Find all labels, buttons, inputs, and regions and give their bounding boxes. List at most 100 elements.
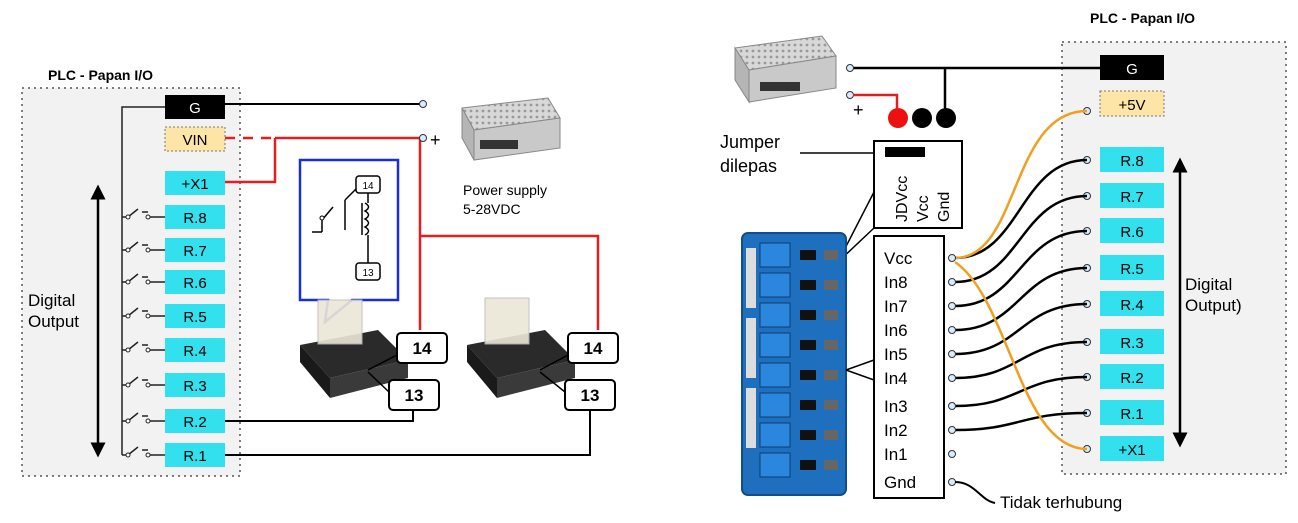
module-pin-in6: In6 bbox=[884, 321, 908, 340]
svg-text:R.7: R.7 bbox=[1120, 189, 1143, 206]
module-pin-dots bbox=[948, 254, 956, 486]
svg-text:13: 13 bbox=[581, 386, 600, 405]
left-inset-pin-13: 13 bbox=[355, 262, 381, 281]
right-plc-title: PLC - Papan I/O bbox=[1090, 10, 1195, 26]
svg-text:R.1: R.1 bbox=[183, 448, 206, 465]
left-terminal-x1: +X1 bbox=[165, 171, 225, 195]
right-supply-terminals bbox=[846, 64, 854, 99]
module-pin-gnd: Gnd bbox=[884, 473, 916, 492]
left-relay-callout bbox=[298, 158, 400, 325]
module-signal-wires bbox=[954, 158, 1088, 432]
left-terminal-r2: R.2 bbox=[165, 409, 225, 433]
module-pin-in7: In7 bbox=[884, 297, 908, 316]
svg-text:R.1: R.1 bbox=[1120, 406, 1143, 423]
left-relay-contacts bbox=[121, 106, 165, 456]
left-plc-title: PLC - Papan I/O bbox=[48, 67, 153, 83]
svg-text:R.6: R.6 bbox=[183, 275, 206, 292]
right-terminal-r2: R.2 bbox=[1100, 364, 1164, 389]
module-pin-in5: In5 bbox=[884, 345, 908, 364]
right-terminal-x1: +X1 bbox=[1100, 436, 1164, 461]
left-terminal-r6: R.6 bbox=[165, 270, 225, 294]
right-header-pin-jdvcc: JDVcc bbox=[894, 176, 911, 222]
left-power-supply-label: Power supply 5-28VDC bbox=[463, 182, 551, 217]
left-terminal-g: G bbox=[165, 95, 225, 119]
right-terminal-g: G bbox=[1100, 55, 1164, 80]
left-digital-output-label: Digital Output bbox=[28, 291, 80, 331]
module-pin-in1: In1 bbox=[884, 445, 908, 464]
left-relay-1-pin-14: 14 bbox=[396, 332, 448, 364]
right-header-pin-vcc: Vcc bbox=[915, 195, 932, 222]
svg-text:G: G bbox=[189, 100, 201, 117]
right-terminal-r6: R.6 bbox=[1100, 218, 1164, 243]
svg-text:R.6: R.6 bbox=[1120, 224, 1143, 241]
right-terminal-5v: +5V bbox=[1099, 90, 1165, 117]
left-relay-1-pin-13: 13 bbox=[388, 379, 440, 411]
right-jumper-label: Jumper dilepas bbox=[720, 132, 785, 176]
right-header-pin-gnd: Gnd bbox=[936, 192, 953, 222]
right-digital-output-label: Digital Output) bbox=[1185, 275, 1242, 315]
right-terminal-r1: R.1 bbox=[1100, 400, 1164, 425]
svg-text:R.4: R.4 bbox=[183, 343, 206, 360]
left-power-wires bbox=[225, 136, 600, 330]
left-relay-2-pin-13: 13 bbox=[564, 379, 616, 411]
svg-text:R.8: R.8 bbox=[1120, 153, 1143, 170]
svg-text:14: 14 bbox=[362, 181, 374, 192]
right-header-pins bbox=[888, 108, 956, 128]
svg-text:14: 14 bbox=[413, 339, 432, 358]
svg-text:R.4: R.4 bbox=[1120, 297, 1143, 314]
svg-text:G: G bbox=[1126, 61, 1138, 78]
right-header-callout bbox=[837, 140, 963, 263]
left-plus-sign: + bbox=[430, 130, 441, 150]
right-ground-wires bbox=[853, 66, 1100, 112]
right-plus-sign: + bbox=[853, 100, 864, 120]
module-pin-in3: In3 bbox=[884, 397, 908, 416]
svg-text:14: 14 bbox=[584, 339, 603, 358]
right-terminal-r7: R.7 bbox=[1100, 183, 1164, 208]
module-pin-in2: In2 bbox=[884, 421, 908, 440]
right-terminal-r8: R.8 bbox=[1100, 147, 1164, 172]
right-terminal-r5: R.5 bbox=[1100, 255, 1164, 280]
left-power-supply bbox=[461, 97, 561, 161]
svg-text:R.3: R.3 bbox=[1120, 335, 1143, 352]
left-relay-2-pin-14: 14 bbox=[567, 332, 619, 364]
relay-module-pin-box bbox=[845, 235, 945, 499]
relay-module-pin-labels: Vcc In8 In7 In6 In5 In4 In3 In2 In1 Gnd bbox=[884, 249, 916, 492]
not-connected-label: Tidak terhubung bbox=[1000, 493, 1122, 512]
left-power-terminal bbox=[419, 134, 427, 142]
module-pin-vcc: Vcc bbox=[884, 249, 913, 268]
svg-text:R.3: R.3 bbox=[183, 378, 206, 395]
right-plc-board bbox=[1061, 41, 1287, 475]
left-terminal-vin: VIN bbox=[164, 126, 226, 152]
svg-text:R.5: R.5 bbox=[1120, 261, 1143, 278]
left-inset-pin-14: 14 bbox=[355, 175, 381, 194]
left-relay-leader-lines bbox=[367, 354, 569, 393]
left-contact-dots bbox=[125, 214, 151, 458]
module-pin-in4: In4 bbox=[884, 369, 908, 388]
svg-text:13: 13 bbox=[362, 268, 374, 279]
left-signal-wires bbox=[225, 410, 591, 456]
left-relay-1-picture bbox=[300, 299, 408, 398]
left-terminal-r3: R.3 bbox=[165, 373, 225, 397]
module-5v-wires bbox=[954, 109, 1088, 451]
svg-text:+5V: +5V bbox=[1118, 97, 1145, 114]
relay-module-board bbox=[741, 232, 847, 496]
svg-text:R.7: R.7 bbox=[183, 243, 206, 260]
left-terminal-r5: R.5 bbox=[165, 304, 225, 328]
left-terminal-r8: R.8 bbox=[165, 205, 225, 229]
left-terminal-r7: R.7 bbox=[165, 238, 225, 262]
svg-text:R.8: R.8 bbox=[183, 210, 206, 227]
svg-text:R.2: R.2 bbox=[183, 414, 206, 431]
svg-text:13: 13 bbox=[405, 386, 424, 405]
right-positive-wire bbox=[853, 93, 899, 110]
left-terminal-r1: R.1 bbox=[165, 443, 225, 467]
svg-text:R.5: R.5 bbox=[183, 309, 206, 326]
left-terminal-r4: R.4 bbox=[165, 338, 225, 362]
right-terminal-r3: R.3 bbox=[1100, 329, 1164, 354]
right-power-supply bbox=[734, 35, 837, 104]
right-terminal-r4: R.4 bbox=[1100, 291, 1164, 316]
left-ground-wire bbox=[225, 100, 427, 108]
svg-text:+X1: +X1 bbox=[181, 176, 208, 193]
svg-text:R.2: R.2 bbox=[1120, 370, 1143, 387]
left-relay-2-picture bbox=[467, 297, 575, 398]
svg-text:+X1: +X1 bbox=[1118, 442, 1145, 459]
